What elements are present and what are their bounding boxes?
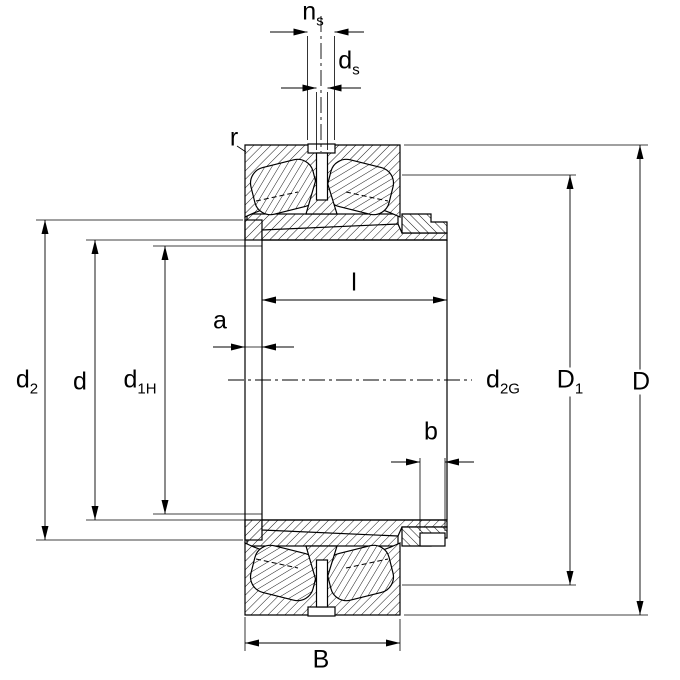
lube-groove-top [307,143,336,154]
nut-slot-bottom [419,532,446,547]
bearing-section-top [244,143,448,241]
dim-label-a: a [213,306,227,335]
lock-nut-top [401,213,448,234]
dim-label-l: l [351,268,357,297]
bearing-section-bottom [244,519,448,617]
dim-label-b: b [424,417,438,446]
dim-label-r: r [229,123,239,152]
axis-centerline [228,16,472,381]
dim-label-ds: ds [338,46,360,79]
dim-label-B: B [312,645,330,674]
dim-label-d: d [73,367,87,396]
lube-hole-top [315,152,329,201]
sleeve-flange-top [244,219,263,241]
dim-label-d2G: d2G [486,365,520,398]
dim-label-d1H: d1H [123,365,157,398]
dim-label-D1: D1 [553,367,587,397]
dim-label-d2: d2 [15,365,39,398]
roller-bottom-right [325,544,395,602]
dim-label-ns: ns [302,0,324,30]
cage-dashes [255,191,389,569]
dimension-lines [41,28,644,647]
dim-label-D: D [628,369,654,395]
sleeve-flange-bottom [244,519,263,541]
lube-hole-bottom [315,559,329,608]
roller-top-left [249,158,319,216]
roller-bottom-left [249,544,319,602]
lube-groove-bottom [307,606,336,617]
roller-top-right [325,158,395,216]
